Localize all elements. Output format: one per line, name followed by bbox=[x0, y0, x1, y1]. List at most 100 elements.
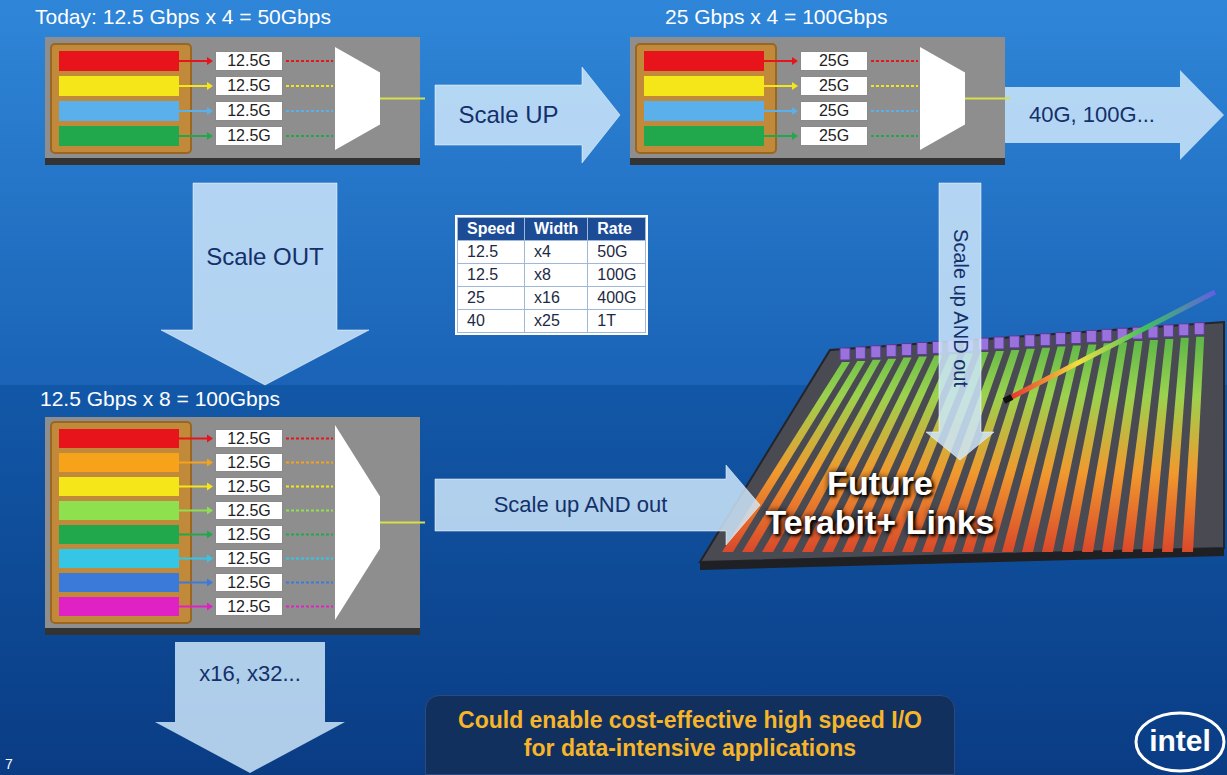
mux-lead bbox=[286, 534, 333, 536]
table-cell: Rate bbox=[588, 218, 646, 241]
laser-bar bbox=[644, 76, 764, 96]
node-text: Future Terabit+ Links bbox=[760, 464, 1000, 542]
chip-substrate bbox=[630, 37, 1005, 158]
lane-rate-box: 25G bbox=[800, 101, 868, 121]
laser-lead bbox=[179, 110, 207, 112]
output-rate-label: 40G, 100G... bbox=[1029, 102, 1155, 128]
table-cell: 400G bbox=[588, 287, 646, 310]
table-cell: 1T bbox=[588, 310, 646, 333]
table-row: SpeedWidthRate bbox=[458, 218, 646, 241]
multiplexer bbox=[920, 47, 965, 150]
node-text: 12.5G bbox=[223, 550, 275, 567]
rate-table: SpeedWidthRate12.5x450G12.5x8100G25x1640… bbox=[455, 215, 648, 335]
chip-edge bbox=[45, 628, 420, 635]
block-arrow bbox=[161, 183, 369, 385]
table-row: 25x16400G bbox=[458, 287, 646, 310]
table-cell: 25 bbox=[458, 287, 525, 310]
lead-arrowhead bbox=[207, 483, 213, 491]
mux-lead bbox=[286, 558, 333, 560]
node-text: 25G bbox=[808, 52, 860, 70]
table-row: 12.5x8100G bbox=[458, 264, 646, 287]
lane-rate-box: 12.5G bbox=[215, 549, 283, 568]
lead-arrowhead bbox=[207, 57, 213, 65]
node-text: 12.5G bbox=[223, 574, 275, 591]
lane-rate-box: 12.5G bbox=[215, 501, 283, 520]
laser-pad bbox=[855, 347, 865, 359]
panel-heading: 12.5 Gbps x 8 = 100Gbps bbox=[40, 385, 435, 413]
block-arrow bbox=[435, 67, 620, 163]
laser-bar bbox=[59, 126, 179, 146]
laser-lead bbox=[179, 135, 207, 137]
node-text: 12.5G bbox=[223, 526, 275, 543]
laser-bar bbox=[59, 573, 179, 592]
output-waveguide bbox=[380, 98, 425, 100]
table-row: 40x251T bbox=[458, 310, 646, 333]
laser-lead bbox=[179, 582, 207, 584]
laser-array-frame bbox=[636, 44, 776, 153]
table-cell: 100G bbox=[588, 264, 646, 287]
arrow-label: Scale UP bbox=[458, 101, 558, 129]
table-cell: 12.5 bbox=[458, 264, 525, 287]
lead-arrowhead bbox=[207, 531, 213, 539]
laser-bar bbox=[59, 477, 179, 496]
mux-lead bbox=[286, 462, 333, 464]
lane-rate-box: 12.5G bbox=[215, 51, 283, 71]
panel-heading: 25 Gbps x 4 = 100Gbps bbox=[665, 3, 1020, 31]
node-text: 12.5G bbox=[223, 127, 275, 145]
chip-edge bbox=[630, 158, 1005, 165]
laser-pad bbox=[1102, 329, 1112, 341]
laser-pad bbox=[1194, 323, 1204, 335]
fiber-tip bbox=[1004, 397, 1012, 401]
node-text: 12.5G bbox=[223, 454, 275, 471]
lane-rate-box: 12.5G bbox=[215, 525, 283, 544]
lead-arrowhead bbox=[207, 603, 213, 611]
lane-rate-box: 12.5G bbox=[215, 597, 283, 616]
link-panel: 12.5 Gbps x 8 = 100Gbps 12.5G 12.5G 12.5G 12… bbox=[35, 385, 435, 640]
waveguide-stripe bbox=[1182, 337, 1204, 552]
arrow-label: Scale up AND out bbox=[494, 492, 668, 518]
lane-rate-box: 12.5G bbox=[215, 453, 283, 472]
laser-pad bbox=[1071, 332, 1081, 344]
rate-table-grid: SpeedWidthRate12.5x450G12.5x8100G25x1640… bbox=[457, 217, 646, 333]
laser-pad bbox=[1056, 333, 1066, 345]
panel-heading: Today: 12.5 Gbps x 4 = 50Gbps bbox=[35, 3, 435, 31]
node-text: Could enable cost-effective high speed I… bbox=[442, 707, 938, 762]
mux-lead bbox=[286, 135, 333, 137]
feature-title: Future Terabit+ Links bbox=[760, 460, 1000, 546]
table-cell: Width bbox=[525, 218, 588, 241]
output-arrow bbox=[1005, 70, 1224, 160]
laser-bar bbox=[59, 597, 179, 616]
chip-substrate bbox=[45, 417, 420, 628]
chip-edge bbox=[45, 158, 420, 165]
laser-bar bbox=[59, 76, 179, 96]
laser-bar bbox=[59, 429, 179, 448]
lead-arrowhead bbox=[207, 435, 213, 443]
table-cell: x16 bbox=[525, 287, 588, 310]
table-cell: 12.5 bbox=[458, 241, 525, 264]
lead-arrowhead bbox=[207, 82, 213, 90]
laser-pad bbox=[1163, 325, 1173, 337]
link-panel: Today: 12.5 Gbps x 4 = 50Gbps 12.5G 12.5G 1… bbox=[35, 3, 435, 183]
optical-fiber bbox=[1010, 292, 1215, 398]
scale-out-arrow bbox=[155, 642, 345, 773]
laser-lead bbox=[764, 60, 792, 62]
laser-bar bbox=[59, 101, 179, 121]
laser-bar bbox=[644, 126, 764, 146]
mux-lead bbox=[286, 606, 333, 608]
lead-arrowhead bbox=[792, 132, 798, 140]
node-text: 25G bbox=[808, 102, 860, 120]
table-row: 12.5x450G bbox=[458, 241, 646, 264]
node-text: 12.5G bbox=[223, 77, 275, 95]
mux-lead bbox=[286, 486, 333, 488]
mux-lead bbox=[871, 110, 918, 112]
node-text: 12.5G bbox=[223, 502, 275, 519]
lead-arrowhead bbox=[207, 579, 213, 587]
arrow-label: Scale up AND out bbox=[949, 229, 972, 387]
lane-rate-box: 12.5G bbox=[215, 126, 283, 146]
mux-lead bbox=[871, 85, 918, 87]
multiplexer bbox=[335, 47, 380, 150]
table-cell: x25 bbox=[525, 310, 588, 333]
laser-lead bbox=[179, 85, 207, 87]
laser-pad bbox=[1025, 335, 1035, 347]
